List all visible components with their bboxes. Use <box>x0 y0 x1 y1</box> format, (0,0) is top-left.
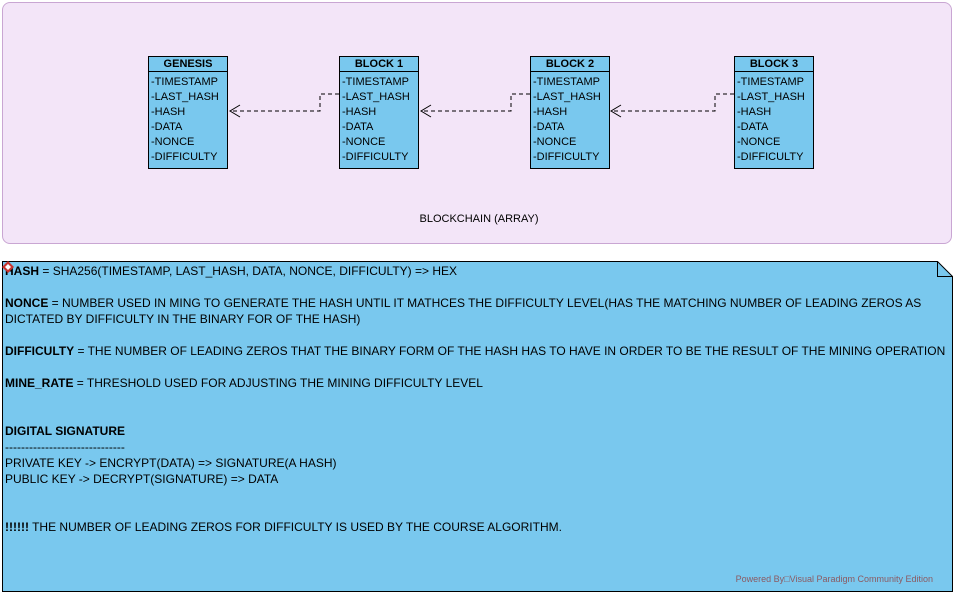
definitions-note[interactable]: HASH = SHA256(TIMESTAMP, LAST_HASH, DATA… <box>2 261 953 592</box>
block-genesis[interactable]: GENESIS -TIMESTAMP -LAST_HASH -HASH -DAT… <box>148 56 228 169</box>
attr-nonce: -NONCE <box>151 136 195 148</box>
attr-nonce: -NONCE <box>533 136 577 148</box>
attr-nonce: -NONCE <box>737 136 781 148</box>
block-1[interactable]: BLOCK 1 -TIMESTAMP -LAST_HASH -HASH -DAT… <box>339 56 419 169</box>
signature-separator: ------------------------------ <box>5 440 125 454</box>
attr-last-hash: -LAST_HASH <box>737 91 805 103</box>
attr-nonce: -NONCE <box>342 136 386 148</box>
attr-difficulty: -DIFFICULTY <box>342 151 409 163</box>
nonce-def: = NUMBER USED IN MING TO GENERATE THE HA… <box>5 296 922 326</box>
attr-last-hash: -LAST_HASH <box>342 91 410 103</box>
mine-rate-definition: MINE_RATE = THRESHOLD USED FOR ADJUSTING… <box>5 375 945 391</box>
signature-heading: DIGITAL SIGNATURE <box>5 424 125 438</box>
block-2[interactable]: BLOCK 2 -TIMESTAMP -LAST_HASH -HASH -DAT… <box>530 56 610 169</box>
attr-timestamp: -TIMESTAMP <box>533 76 601 88</box>
difficulty-term: DIFFICULTY <box>5 344 75 358</box>
warning-line: !!!!!! THE NUMBER OF LEADING ZEROS FOR D… <box>5 519 945 535</box>
attr-last-hash: -LAST_HASH <box>151 91 219 103</box>
attr-timestamp: -TIMESTAMP <box>151 76 219 88</box>
private-key-line: PRIVATE KEY -> ENCRYPT(DATA) => SIGNATUR… <box>5 456 337 470</box>
attr-hash: -HASH <box>737 106 772 118</box>
warning-marks: !!!!!! <box>5 520 29 534</box>
block-title: BLOCK 3 <box>735 57 813 72</box>
warning-text: THE NUMBER OF LEADING ZEROS FOR DIFFICUL… <box>28 520 562 534</box>
package-label: BLOCKCHAIN (ARRAY) <box>419 213 539 225</box>
attr-hash: -HASH <box>151 106 186 118</box>
nonce-term: NONCE <box>5 296 49 310</box>
attr-data: -DATA <box>151 121 183 133</box>
attr-hash: -HASH <box>342 106 377 118</box>
hash-term: HASH <box>5 264 40 278</box>
visual-paradigm-logo-icon <box>2 261 14 273</box>
hash-definition: HASH = SHA256(TIMESTAMP, LAST_HASH, DATA… <box>5 263 945 279</box>
attr-data: -DATA <box>533 121 565 133</box>
difficulty-definition: DIFFICULTY = THE NUMBER OF LEADING ZEROS… <box>5 343 945 359</box>
block-title: BLOCK 1 <box>340 57 418 72</box>
attr-difficulty: -DIFFICULTY <box>151 151 218 163</box>
note-shape <box>2 261 953 592</box>
attr-data: -DATA <box>737 121 769 133</box>
attr-last-hash: -LAST_HASH <box>533 91 601 103</box>
difficulty-def: = THE NUMBER OF LEADING ZEROS THAT THE B… <box>74 344 946 358</box>
attr-hash: -HASH <box>533 106 568 118</box>
nonce-definition: NONCE = NUMBER USED IN MING TO GENERATE … <box>5 295 945 327</box>
mine-rate-def: = THRESHOLD USED FOR ADJUSTING THE MININ… <box>73 376 483 390</box>
attr-timestamp: -TIMESTAMP <box>342 76 410 88</box>
public-key-line: PUBLIC KEY -> DECRYPT(SIGNATURE) => DATA <box>5 472 279 486</box>
block-title: GENESIS <box>149 57 227 72</box>
attr-timestamp: -TIMESTAMP <box>737 76 805 88</box>
block-3[interactable]: BLOCK 3 -TIMESTAMP -LAST_HASH -HASH -DAT… <box>734 56 814 169</box>
block-title: BLOCK 2 <box>531 57 609 72</box>
mine-rate-term: MINE_RATE <box>5 376 74 390</box>
hash-def: = SHA256(TIMESTAMP, LAST_HASH, DATA, NON… <box>39 264 457 278</box>
attr-data: -DATA <box>342 121 374 133</box>
watermark: Powered By□Visual Paradigm Community Edi… <box>735 574 933 584</box>
note-body: HASH = SHA256(TIMESTAMP, LAST_HASH, DATA… <box>5 263 945 535</box>
attr-difficulty: -DIFFICULTY <box>533 151 600 163</box>
attr-difficulty: -DIFFICULTY <box>737 151 804 163</box>
